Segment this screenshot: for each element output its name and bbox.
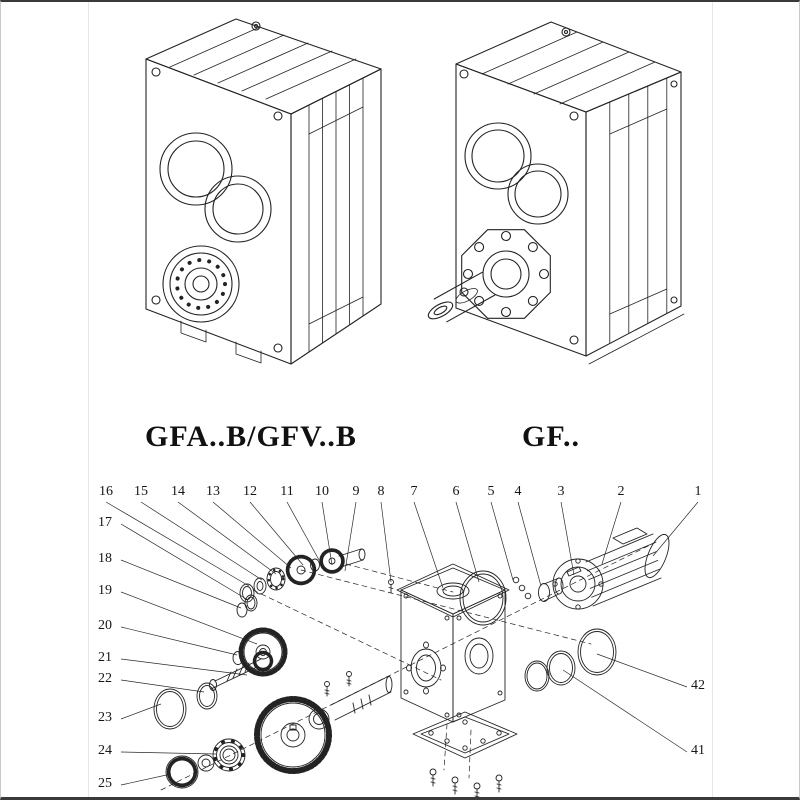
gearbox-drawing-foot-mounted <box>145 18 382 365</box>
callout-part-15: 15 <box>134 484 148 499</box>
retaining-rings <box>524 628 617 692</box>
callout-part-14: 14 <box>171 484 185 499</box>
gasket-plate <box>412 711 518 759</box>
gearbox-housing-left <box>145 18 382 365</box>
motor <box>552 527 670 610</box>
motor-gasket-and-fasteners <box>459 566 582 626</box>
callout-part-18: 18 <box>98 551 112 566</box>
callout-part-6: 6 <box>452 484 460 499</box>
callout-part-16: 16 <box>99 484 113 499</box>
callout-part-17: 17 <box>98 515 112 530</box>
callout-part-25: 25 <box>98 776 112 791</box>
callout-part-13: 13 <box>206 484 220 499</box>
model-label-gf: GF.. <box>522 420 580 453</box>
callout-part-19: 19 <box>98 583 112 598</box>
page-margin-line-left <box>88 2 89 797</box>
gearbox-drawing-flange-shaft <box>427 21 685 365</box>
callout-part-3: 3 <box>557 484 565 499</box>
exploded-parts-diagram <box>105 501 699 797</box>
callout-part-4: 4 <box>514 484 522 499</box>
input-shaft-assembly <box>239 548 394 603</box>
callout-part-12: 12 <box>243 484 257 499</box>
model-label-gfab-gfvb: GFA..B/GFV..B <box>145 420 357 453</box>
output-gear-assembly <box>165 671 393 789</box>
page-margin-line-right <box>712 2 713 797</box>
callout-part-11: 11 <box>280 484 294 499</box>
intermediate-gear-assembly <box>153 594 288 730</box>
callout-part-2: 2 <box>617 484 625 499</box>
callout-part-23: 23 <box>98 710 112 725</box>
gearbox-housing-right <box>427 21 685 365</box>
callout-part-42: 42 <box>691 678 705 693</box>
callout-part-9: 9 <box>352 484 360 499</box>
callout-part-21: 21 <box>98 650 112 665</box>
callout-part-8: 8 <box>377 484 385 499</box>
callout-part-24: 24 <box>98 743 112 758</box>
callout-leader-lines <box>105 501 699 786</box>
callout-part-10: 10 <box>315 484 329 499</box>
callout-part-1: 1 <box>694 484 702 499</box>
callout-part-7: 7 <box>410 484 418 499</box>
callout-part-20: 20 <box>98 618 112 633</box>
callout-part-41: 41 <box>691 743 705 758</box>
gear-housing <box>396 563 510 723</box>
mounting-screws <box>429 768 503 797</box>
callout-part-22: 22 <box>98 671 112 686</box>
callout-part-5: 5 <box>487 484 495 499</box>
